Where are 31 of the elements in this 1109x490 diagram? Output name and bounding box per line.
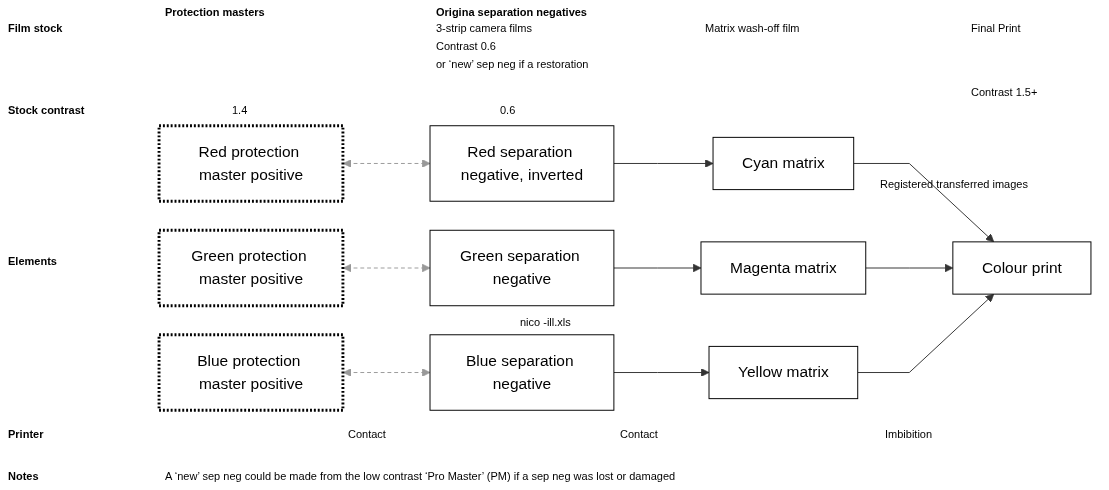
row-heading: Elements — [8, 255, 57, 267]
stock-note: or ‘new’ sep neg if a restoration — [436, 58, 589, 70]
contrast-value: 0.6 — [500, 104, 516, 116]
note-text: Registered transferred images — [880, 178, 1028, 190]
file-name-text: nico -ill.xls — [520, 316, 571, 328]
node-box: Green separation negative — [429, 229, 615, 307]
column-heading: Protection masters — [165, 6, 265, 18]
node-box: Yellow matrix — [708, 345, 859, 400]
node-box: Colour print — [952, 241, 1092, 295]
node-box: Blue separation negative — [429, 334, 615, 411]
printer-method: Imbibition — [885, 428, 933, 440]
row-heading: Printer — [8, 428, 44, 440]
column-heading: Matrix wash-off film — [705, 22, 800, 34]
row-heading: Stock contrast — [8, 104, 85, 116]
column-heading: Final Print — [971, 22, 1021, 34]
stock-note: 3-strip camera films — [436, 22, 532, 34]
column-heading: Origina separation negatives — [436, 6, 587, 18]
node-box: Cyan matrix — [712, 136, 855, 191]
stock-note: Contrast 0.6 — [436, 40, 496, 52]
node-box: Blue protection master positive — [157, 333, 345, 412]
printer-method: Contact — [348, 428, 386, 440]
node-box: Red protection master positive — [157, 124, 345, 203]
row-heading: Film stock — [8, 22, 63, 34]
contrast-value: 1.4 — [232, 104, 248, 116]
node-box: Magenta matrix — [700, 241, 867, 295]
row-heading: Notes — [8, 470, 39, 482]
printer-method: Contact — [620, 428, 658, 440]
node-box: Red separation negative, inverted — [429, 125, 615, 202]
contrast-value: Contrast 1.5+ — [971, 86, 1038, 98]
note-text: A ‘new’ sep neg could be made from the low contrast ‘Pro Master’ (PM) if a sep neg was lost or damaged — [165, 470, 676, 482]
node-box: Green protection master positive — [157, 228, 345, 308]
